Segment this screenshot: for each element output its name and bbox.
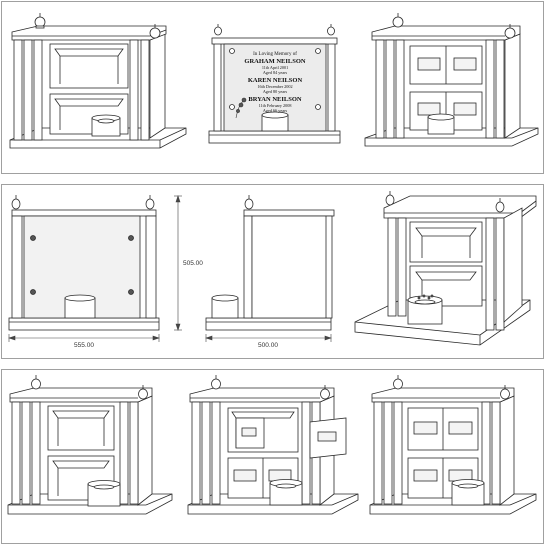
view-open-shelves-angle <box>7 375 173 515</box>
flower-arrangement-icon <box>417 294 434 300</box>
plaque-name-2: KAREN NEILSON <box>248 77 303 84</box>
view-open-shelves-front-angle <box>9 13 187 149</box>
width-dimension <box>8 334 160 342</box>
depth-label: 500.00 <box>258 342 278 349</box>
plaque-date-1: 11th April 2001 <box>262 65 288 70</box>
plaque-age-3: Aged 66 years <box>263 108 288 113</box>
view-perspective-open <box>354 191 537 346</box>
plaque-date-2: 16th December 2002 <box>257 84 292 89</box>
height-label: 505.00 <box>183 260 203 267</box>
panel-row1-border <box>1 1 544 174</box>
view-glass-plaque-front <box>208 24 341 144</box>
plaque-name-1: GRAHAM NEILSON <box>244 58 306 65</box>
view-doors-opening-angle <box>187 375 359 515</box>
plaque-inscription: In Loving Memory of GRAHAM NEILSON 11th … <box>244 52 306 113</box>
view-closed-niches-angle-bottom <box>369 375 537 515</box>
view-side-elevation <box>205 195 335 331</box>
height-dimension <box>174 195 182 331</box>
panel-row3-border <box>1 369 544 544</box>
plaque-date-3: 11th February 2008 <box>259 103 292 108</box>
view-front-elevation <box>8 195 160 331</box>
width-label: 555.00 <box>74 342 94 349</box>
plaque-age-1: Aged 84 years <box>263 70 288 75</box>
panel-row2-border <box>1 184 544 359</box>
plaque-intro: In Loving Memory of <box>253 52 297 57</box>
depth-dimension <box>205 334 332 342</box>
flower-engraving-icon <box>235 97 247 119</box>
view-closed-niches-angle-top <box>364 13 539 147</box>
plaque-age-2: Aged 80 years <box>263 89 288 94</box>
plaque-name-3: BRYAN NEILSON <box>248 96 301 103</box>
